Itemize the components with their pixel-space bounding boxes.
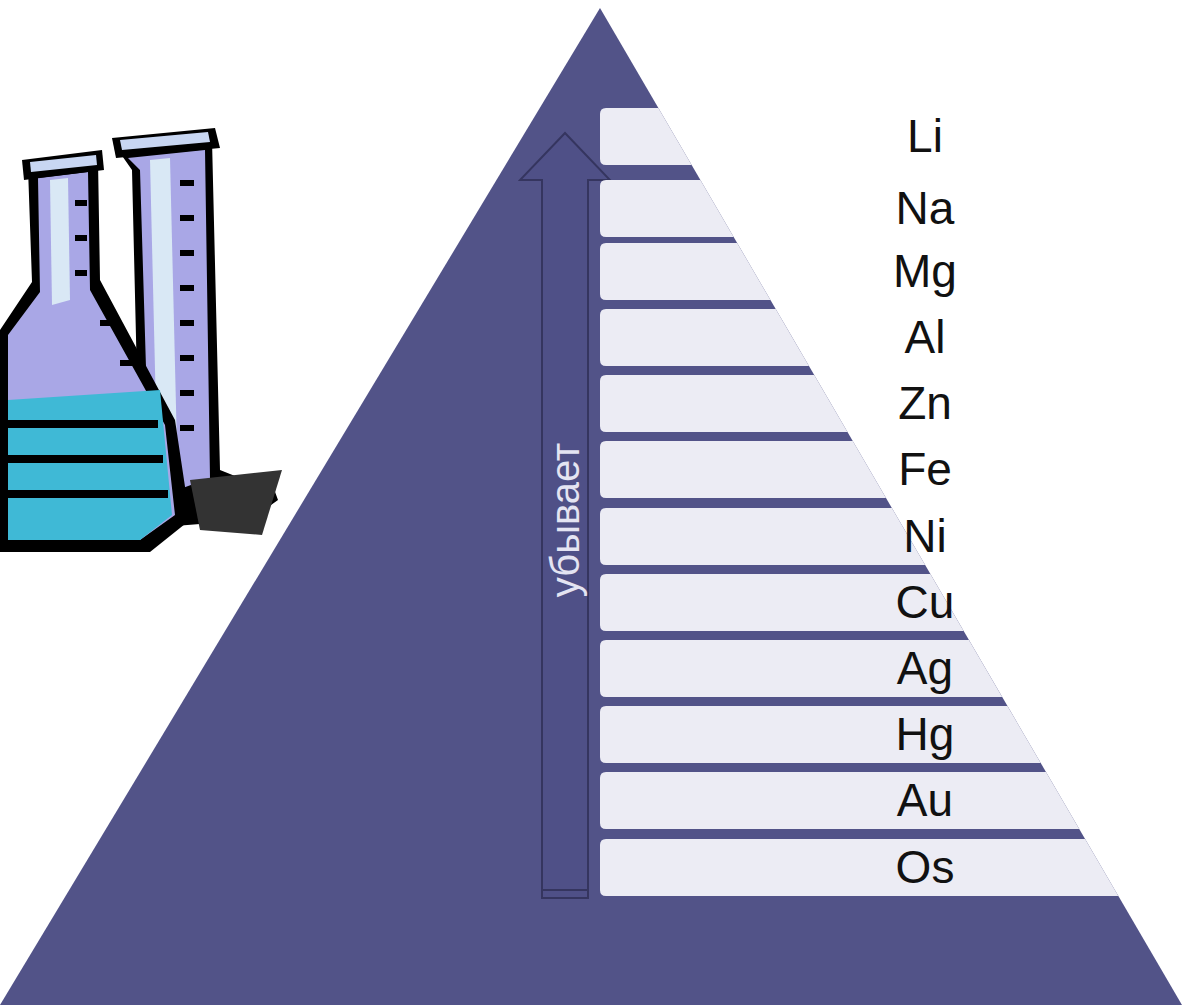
band-shape [600, 706, 1140, 763]
metal-band: Mg [600, 243, 1140, 300]
metal-symbol: Na [896, 180, 955, 237]
band-fill [600, 574, 964, 631]
band-shape [600, 574, 1140, 631]
band-shape [600, 375, 1140, 432]
arrow-path [520, 133, 610, 898]
band-fill [600, 508, 925, 565]
arrow-label: убывает [543, 443, 588, 597]
flask-illustration [0, 128, 282, 552]
metal-symbol: Au [897, 772, 953, 829]
metal-band: Ni [600, 508, 1140, 565]
metal-band: Zn [600, 375, 1140, 432]
arrow-base-line [542, 889, 588, 891]
metal-symbol: Zn [898, 375, 952, 432]
metal-symbol: Hg [896, 706, 955, 763]
band-fill [600, 839, 1118, 896]
band-fill [600, 309, 809, 366]
metal-symbol: Os [896, 839, 955, 896]
band-shape [600, 441, 1140, 498]
metal-band: Os [600, 839, 1140, 896]
band-shape [600, 508, 1140, 565]
pyramid [0, 8, 1182, 1005]
band-shape [600, 243, 1140, 300]
band-shape [600, 108, 1140, 165]
metal-symbol: Ni [903, 508, 946, 565]
metal-symbol: Li [907, 108, 943, 165]
band-shape [600, 180, 1140, 237]
metal-band: Ag [600, 640, 1140, 697]
arrow-shape: убывает [518, 130, 612, 902]
metal-band: Hg [600, 706, 1140, 763]
band-fill [600, 772, 1079, 829]
band-shape [600, 640, 1140, 697]
metal-symbol: Ag [897, 640, 953, 697]
metal-symbol: Fe [898, 441, 952, 498]
band-fill [600, 180, 734, 237]
metal-band: Na [600, 180, 1140, 237]
band-fill [600, 640, 1002, 697]
band-shape [600, 839, 1140, 896]
metal-band: Fe [600, 441, 1140, 498]
metal-symbol: Cu [896, 574, 955, 631]
band-fill [600, 441, 886, 498]
band-fill [600, 108, 692, 165]
band-fill [600, 706, 1041, 763]
band-shape [600, 772, 1140, 829]
metal-symbol: Mg [893, 243, 957, 300]
band-fill [600, 243, 770, 300]
metal-band: Al [600, 309, 1140, 366]
metal-band: Cu [600, 574, 1140, 631]
metal-symbol: Al [905, 309, 946, 366]
band-fill [600, 375, 848, 432]
band-shape [600, 309, 1140, 366]
metal-band: Au [600, 772, 1140, 829]
metal-band: Li [600, 108, 1140, 165]
